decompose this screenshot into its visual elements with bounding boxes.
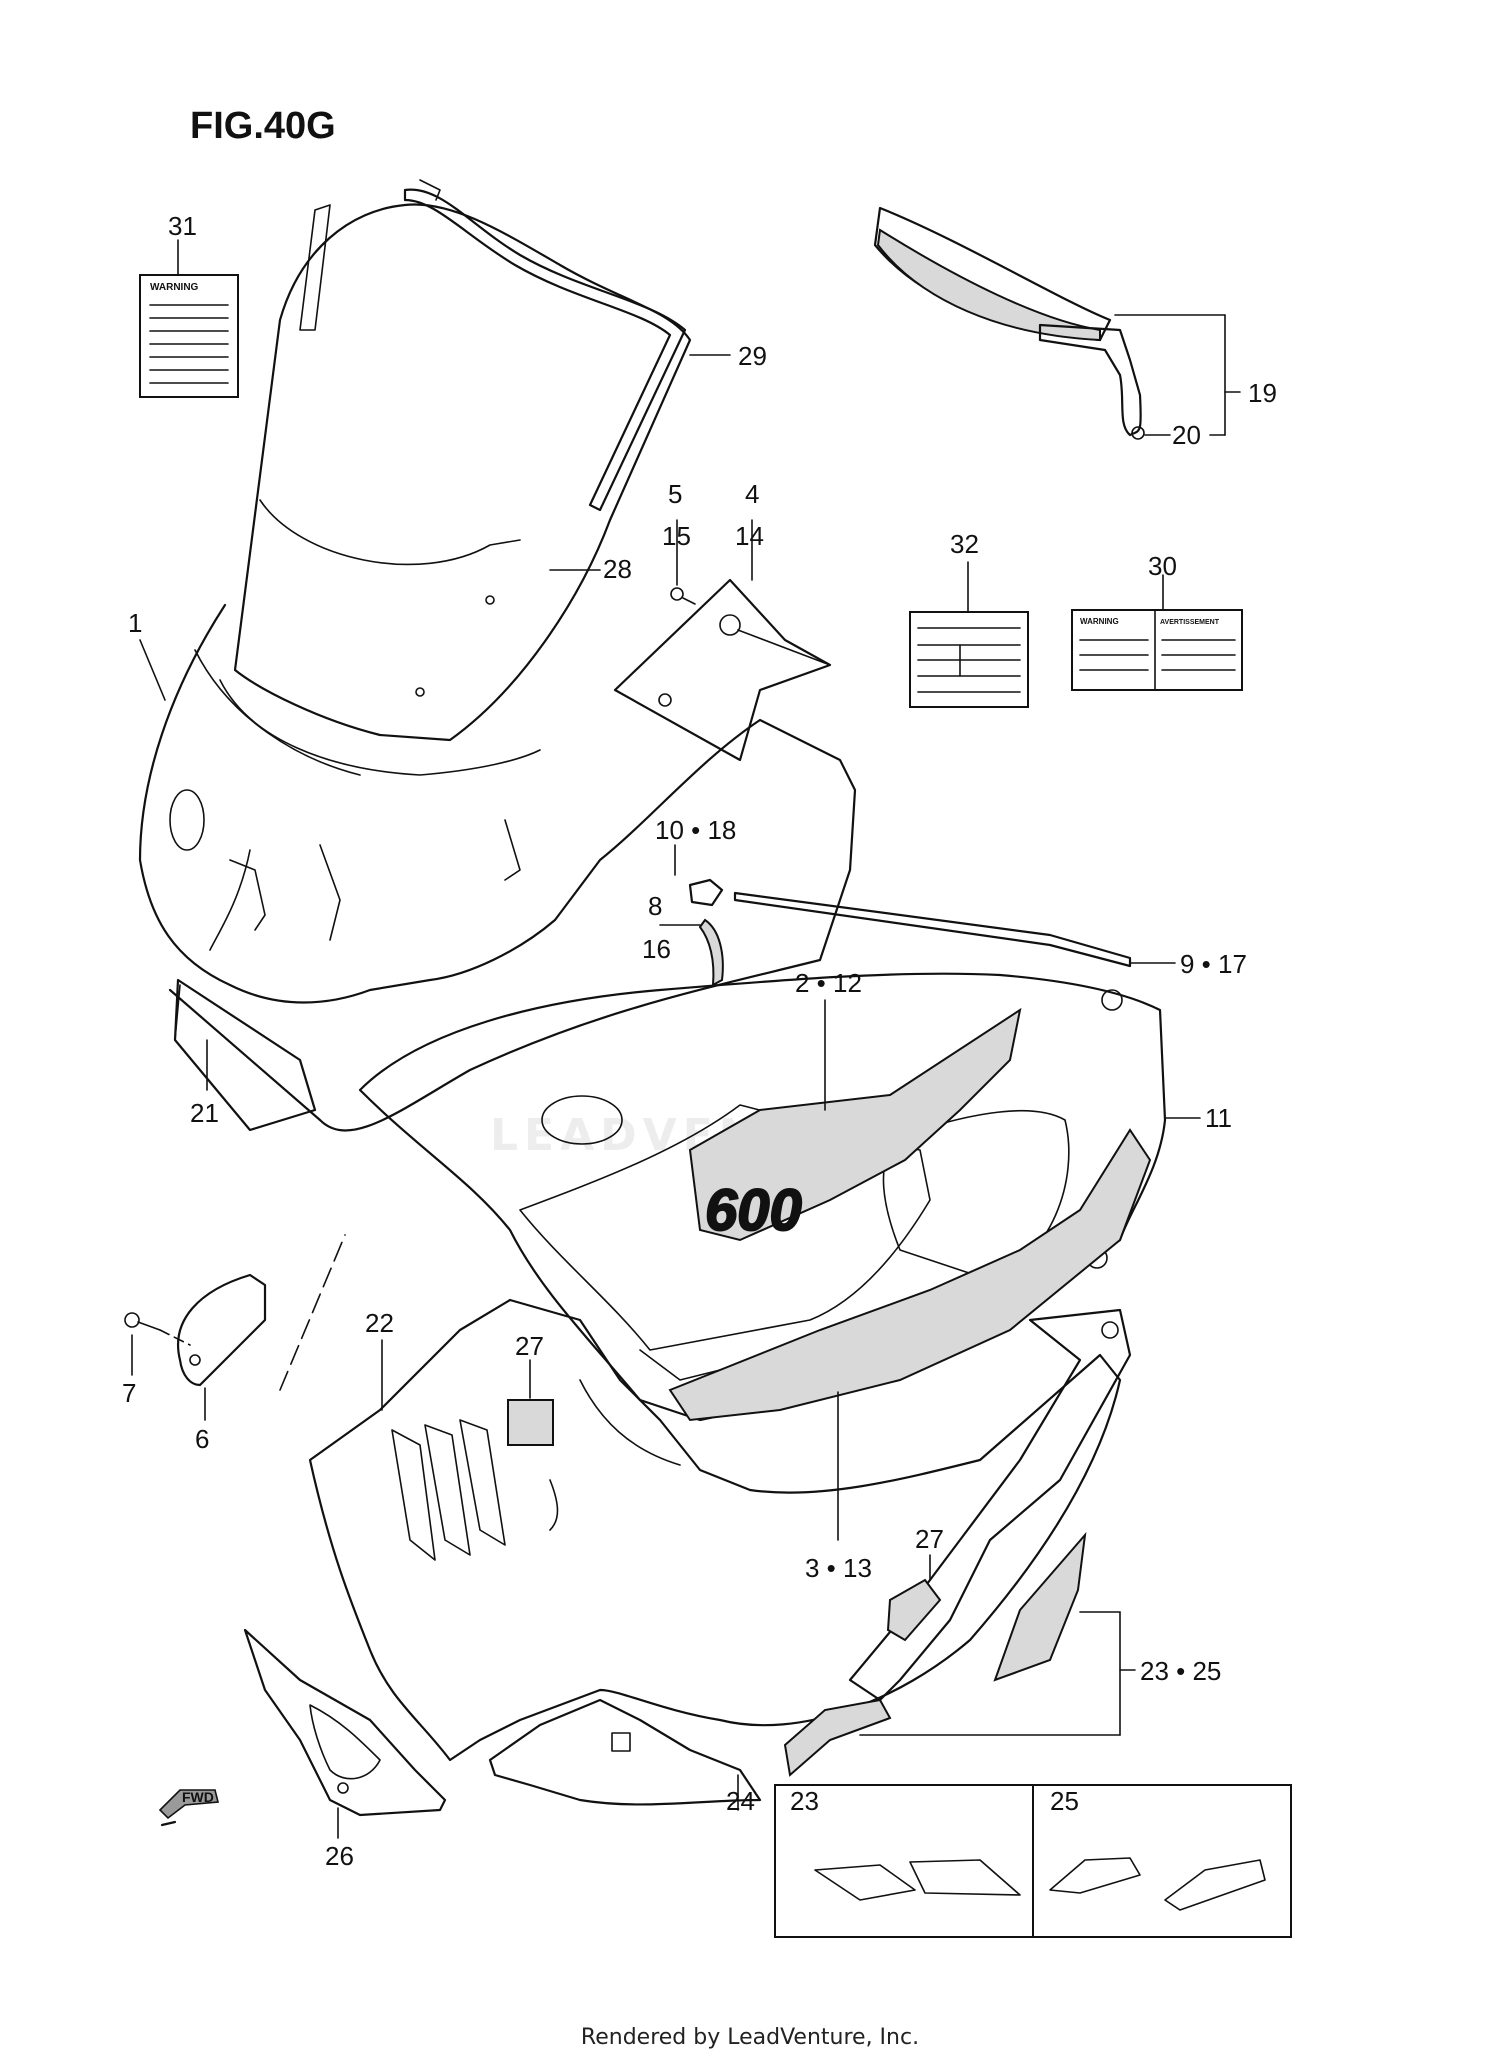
forward-arrow-label: FWD xyxy=(182,1789,214,1805)
callout-27-left: 27 xyxy=(515,1331,544,1361)
callout-7: 7 xyxy=(122,1378,136,1408)
callout-2-12: 2 • 12 xyxy=(795,968,862,998)
callout-24: 24 xyxy=(726,1786,755,1816)
callout-3-13: 3 • 13 xyxy=(805,1553,872,1583)
callout-32: 32 xyxy=(950,529,979,559)
part-3-lower-decal[interactable] xyxy=(668,1128,1152,1422)
part-26-side-panel[interactable] xyxy=(243,1628,447,1817)
part-lower-right-panel[interactable] xyxy=(848,1308,1132,1702)
callout-30: 30 xyxy=(1148,551,1177,581)
part-5-screw[interactable] xyxy=(670,587,696,605)
part-32-spec-label[interactable] xyxy=(909,611,1029,708)
callout-14: 14 xyxy=(735,521,764,551)
part-6-cover-plate[interactable] xyxy=(177,1273,267,1387)
inset-label-23: 23 xyxy=(790,1786,819,1816)
part-8-rubber-trim[interactable] xyxy=(698,918,724,987)
callout-20: 20 xyxy=(1172,420,1201,450)
callout-labels: 31 29 28 1 5 15 4 14 19 20 32 30 10 • 18… xyxy=(122,211,1277,1871)
callout-21: 21 xyxy=(190,1098,219,1128)
part-23-lower-decal[interactable] xyxy=(993,1531,1087,1682)
part-28-windscreen[interactable] xyxy=(233,203,692,742)
callout-11: 11 xyxy=(1205,1103,1232,1133)
part-9-trim-strip[interactable] xyxy=(733,891,1132,968)
part-25-lower-decal[interactable] xyxy=(783,1698,892,1777)
footer-credit: Rendered by LeadVenture, Inc. xyxy=(580,2025,920,2050)
callout-29: 29 xyxy=(738,341,767,371)
part-2-600-decal[interactable]: 600 xyxy=(688,1007,1022,1244)
part-7-screw[interactable] xyxy=(124,1312,161,1331)
callout-8: 8 xyxy=(648,891,662,921)
label-30-avertissement-text: AVERTISSEMENT xyxy=(1160,619,1220,626)
callout-6: 6 xyxy=(195,1424,209,1454)
part-19-tail-cowl[interactable] xyxy=(873,206,1112,342)
callout-27-right: 27 xyxy=(915,1524,944,1554)
callout-10-18: 10 • 18 xyxy=(655,815,736,845)
part-24-chin-spoiler[interactable] xyxy=(488,1698,762,1806)
callout-23-25: 23 • 25 xyxy=(1140,1656,1221,1686)
callout-28: 28 xyxy=(603,554,632,584)
part-31-warning-label[interactable]: WARNING xyxy=(139,274,239,398)
part-1-upper-cowl[interactable] xyxy=(138,603,857,1132)
callout-4: 4 xyxy=(745,479,759,509)
callout-15: 15 xyxy=(662,521,691,551)
callout-16: 16 xyxy=(642,934,671,964)
callout-5: 5 xyxy=(668,479,682,509)
part-4-inner-cover[interactable] xyxy=(613,578,832,762)
part-27-pad-right[interactable] xyxy=(886,1578,942,1642)
decal-600-text: 600 xyxy=(705,1178,802,1243)
part-20-cowl-bracket[interactable] xyxy=(1038,323,1145,440)
inset-25-decals[interactable] xyxy=(1049,1857,1266,1911)
inset-23-decals[interactable] xyxy=(814,1859,1021,1901)
callout-19: 19 xyxy=(1248,378,1277,408)
inset-label-25: 25 xyxy=(1050,1786,1079,1816)
callout-1: 1 xyxy=(128,608,142,638)
forward-arrow-icon: FWD xyxy=(158,1789,220,1827)
figure-title: FIG.40G xyxy=(190,105,336,147)
callout-9-17: 9 • 17 xyxy=(1180,949,1247,979)
callout-31: 31 xyxy=(168,211,197,241)
part-27-pad[interactable] xyxy=(507,1399,554,1446)
label-30-warning-text: WARNING xyxy=(1080,617,1119,626)
decal-inset-box xyxy=(774,1784,1292,1938)
callout-26: 26 xyxy=(325,1841,354,1871)
part-29-screen-trim[interactable] xyxy=(403,179,687,512)
part-21-air-duct[interactable] xyxy=(173,978,317,1132)
part-10-clip[interactable] xyxy=(688,878,724,907)
part-30-bilingual-warning-label[interactable]: WARNING AVERTISSEMENT xyxy=(1071,609,1243,691)
part-22-under-cowl[interactable] xyxy=(308,1298,1122,1762)
warning-label-text: WARNING xyxy=(150,282,199,293)
callout-22: 22 xyxy=(365,1308,394,1338)
